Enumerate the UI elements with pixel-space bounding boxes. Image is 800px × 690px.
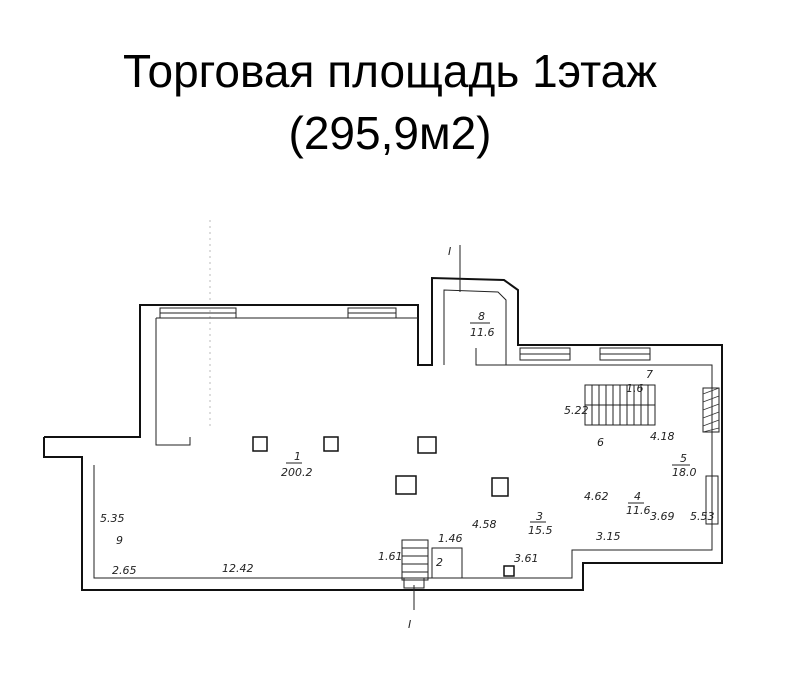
dimension-label: 4.62 [584, 490, 609, 503]
column [417, 436, 437, 454]
dimension-label: 5.53 [690, 510, 715, 523]
dimension-label: 5.22 [564, 404, 589, 417]
room-7-area: 1.6 [626, 382, 644, 395]
column [252, 436, 268, 452]
inner-wall [93, 348, 713, 579]
dimension-label: 4.58 [472, 518, 497, 531]
room-1-number: 1 [294, 450, 301, 463]
title-line-2: (295,9м2) [288, 107, 492, 159]
dimension-label: 4.18 [650, 430, 675, 443]
room-8-number: 8 [478, 310, 485, 323]
dimension-label: 12.42 [222, 562, 254, 575]
dimension-label: 3.61 [514, 552, 539, 565]
dimension-label: 1.46 [438, 532, 463, 545]
entrance-stair [401, 539, 429, 581]
niche-wall [443, 289, 507, 365]
column [323, 436, 339, 452]
dimension-label: 2.65 [112, 564, 137, 577]
room-7-number: 7 [646, 368, 653, 381]
room-3-number: 3 [536, 510, 543, 523]
room-6-number: 6 [597, 436, 604, 449]
room-1-area: 200.2 [281, 466, 313, 479]
room-5-area: 18.0 [672, 466, 697, 479]
room-3-area: 15.5 [528, 524, 553, 537]
section-mark-bottom: I [408, 585, 415, 631]
outer-wall [43, 276, 723, 591]
column [503, 565, 515, 577]
room-2-number: 2 [436, 556, 443, 569]
dimension-label: 3.69 [650, 510, 675, 523]
column [395, 475, 417, 495]
dimension-label: 3.15 [596, 530, 621, 543]
column [491, 477, 509, 497]
dimension-label: 1.61 [378, 550, 403, 563]
section-mark-top: I [448, 245, 461, 292]
inner-wall-left [155, 318, 191, 446]
staircase [584, 384, 656, 426]
svg-text:I: I [408, 618, 411, 631]
title-line-1: Торговая площадь 1этаж [122, 45, 658, 97]
room-4-area: 11.6 [626, 504, 651, 517]
room-4-number: 4 [634, 490, 641, 503]
dimension-label: 9 [116, 534, 123, 547]
svg-text:I: I [448, 245, 451, 258]
page-title: Торговая площадь 1этаж (295,9м2) [0, 40, 780, 164]
room-5-number: 5 [680, 452, 687, 465]
room-2-box [431, 547, 463, 579]
room-8-area: 11.6 [470, 326, 495, 339]
dimension-label: 5.35 [100, 512, 125, 525]
